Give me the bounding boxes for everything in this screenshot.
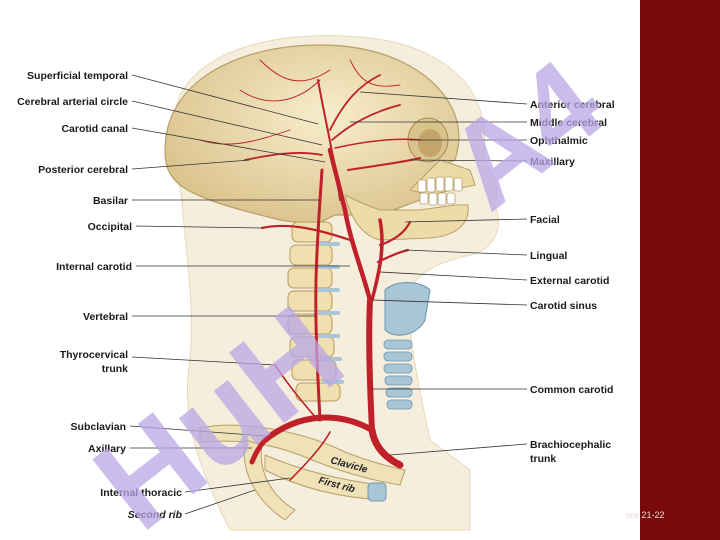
arteries — [199, 59, 421, 481]
leader-lines — [129, 74, 528, 515]
label-facial: Facial — [530, 214, 560, 226]
teeth — [417, 176, 463, 206]
trachea-rings — [383, 339, 413, 410]
sidebar-panel — [640, 0, 720, 540]
label-thyrocervical-trunk: trunk — [102, 363, 128, 375]
anatomy-figure: Superficial temporal Cerebral arterial c… — [17, 35, 627, 540]
anterior-cerebral-artery — [329, 74, 381, 131]
middle-cerebral-artery — [331, 104, 401, 141]
label-subclavian: Subclavian — [71, 421, 126, 433]
label-internal-carotid: Internal carotid — [56, 261, 132, 273]
label-axillary: Axillary — [88, 443, 126, 455]
label-anterior-cerebral: Anterior cerebral — [530, 99, 615, 111]
ophthalmic-artery — [334, 138, 421, 149]
label-maxillary: Maxillary — [530, 156, 575, 168]
label-external-carotid: External carotid — [530, 275, 609, 287]
label-ophthalmic: Ophthalmic — [530, 135, 588, 147]
figure-caption: ure 21-22 — [626, 510, 665, 520]
label-common-carotid: Common carotid — [530, 384, 613, 396]
facial-artery — [378, 220, 412, 247]
cranial-branches — [199, 59, 401, 145]
subclavian-artery — [262, 414, 375, 443]
axillary-artery — [249, 437, 268, 465]
label-internal-thoracic: Internal thoracic — [100, 487, 182, 499]
label-brachiocephalic: Brachiocephalic — [530, 439, 611, 451]
label-vertebral: Vertebral — [83, 311, 128, 323]
label-cerebral-arterial-circle: Cerebral arterial circle — [17, 96, 128, 108]
label-thyrocervical: Thyrocervical — [60, 349, 128, 361]
costal-cartilage — [367, 482, 387, 502]
posterior-cerebral-artery — [244, 152, 323, 161]
skull-cranium — [164, 44, 460, 226]
brachiocephalic-trunk — [368, 426, 404, 469]
mandible — [344, 194, 469, 241]
label-brachiocephalic-trunk: trunk — [530, 453, 556, 465]
label-lingual: Lingual — [530, 250, 567, 262]
thyrocervical-trunk — [274, 364, 319, 421]
label-superficial-temporal: Superficial temporal — [27, 70, 128, 82]
superficial-temporal-artery — [317, 79, 341, 201]
internal-thoracic-artery — [289, 431, 331, 481]
maxillary-artery — [347, 157, 421, 171]
label-carotid-canal: Carotid canal — [61, 123, 128, 135]
orbit-shadow — [418, 129, 442, 157]
occipital-artery — [260, 224, 352, 242]
external-carotid-artery — [370, 218, 384, 302]
label-occipital: Occipital — [88, 221, 132, 233]
label-carotid-sinus: Carotid sinus — [530, 300, 597, 312]
label-second-rib: Second rib — [128, 509, 183, 521]
common-carotid-artery — [366, 297, 375, 433]
labels-right: Anterior cerebral Middle cerebral Ophtha… — [530, 99, 615, 465]
labels-left: Superficial temporal Cerebral arterial c… — [17, 70, 182, 521]
label-basilar: Basilar — [93, 195, 128, 207]
label-middle-cerebral: Middle cerebral — [530, 117, 607, 129]
thyroid-cartilage — [384, 282, 431, 336]
label-posterior-cerebral: Posterior cerebral — [38, 164, 128, 176]
vertebral-artery — [314, 168, 324, 422]
lingual-artery — [376, 248, 410, 264]
second-rib — [243, 439, 296, 521]
